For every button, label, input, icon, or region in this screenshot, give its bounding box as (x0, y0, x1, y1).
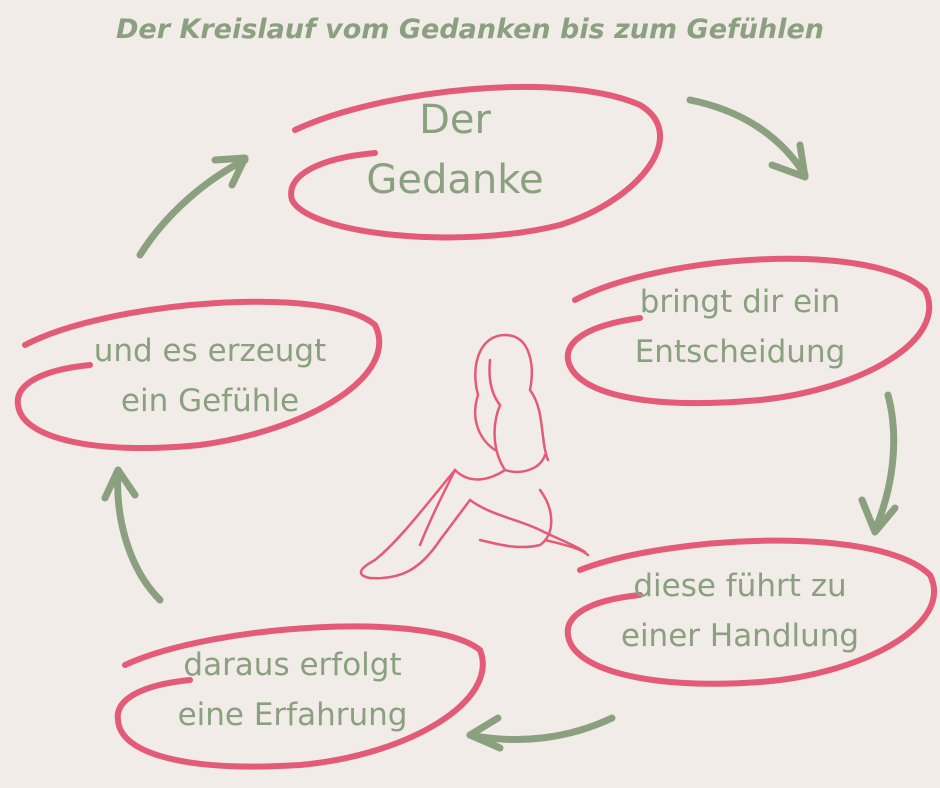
node-handlung: diese führt zu einer Handlung (595, 561, 885, 661)
node-line: Gedanke (366, 157, 544, 203)
arrow-2 (858, 391, 899, 536)
node-erfahrung: daraus erfolgt eine Erfahrung (150, 640, 435, 740)
ellipse-entscheidung (564, 255, 933, 407)
node-line: bringt dir ein (639, 284, 841, 320)
sitting-woman-illustration (359, 333, 590, 580)
node-line: und es erzeugt (93, 333, 327, 369)
node-gefuehle: und es erzeugt ein Gefühle (65, 326, 355, 426)
ellipse-gefuehle (14, 298, 383, 452)
ellipse-gedanke (288, 83, 663, 241)
node-line: daraus erfolgt (183, 647, 402, 683)
ellipse-erfahrung (114, 623, 486, 770)
ellipse-handlung (564, 537, 938, 687)
node-line: eine Erfahrung (177, 697, 408, 733)
node-line: einer Handlung (620, 618, 860, 654)
node-line: Entscheidung (634, 334, 846, 370)
node-entscheidung: bringt dir ein Entscheidung (600, 277, 880, 377)
diagram-title: Der Kreislauf vom Gedanken bis zum Gefüh… (116, 14, 824, 45)
node-line: ein Gefühle (120, 383, 300, 419)
arrow-1 (686, 96, 809, 181)
node-line: Der (419, 97, 491, 143)
node-gedanke: Der Gedanke (355, 90, 555, 210)
node-line: diese führt zu (633, 568, 847, 604)
arrow-5 (136, 154, 249, 259)
arrow-3 (466, 714, 616, 752)
arrow-4 (101, 466, 164, 604)
